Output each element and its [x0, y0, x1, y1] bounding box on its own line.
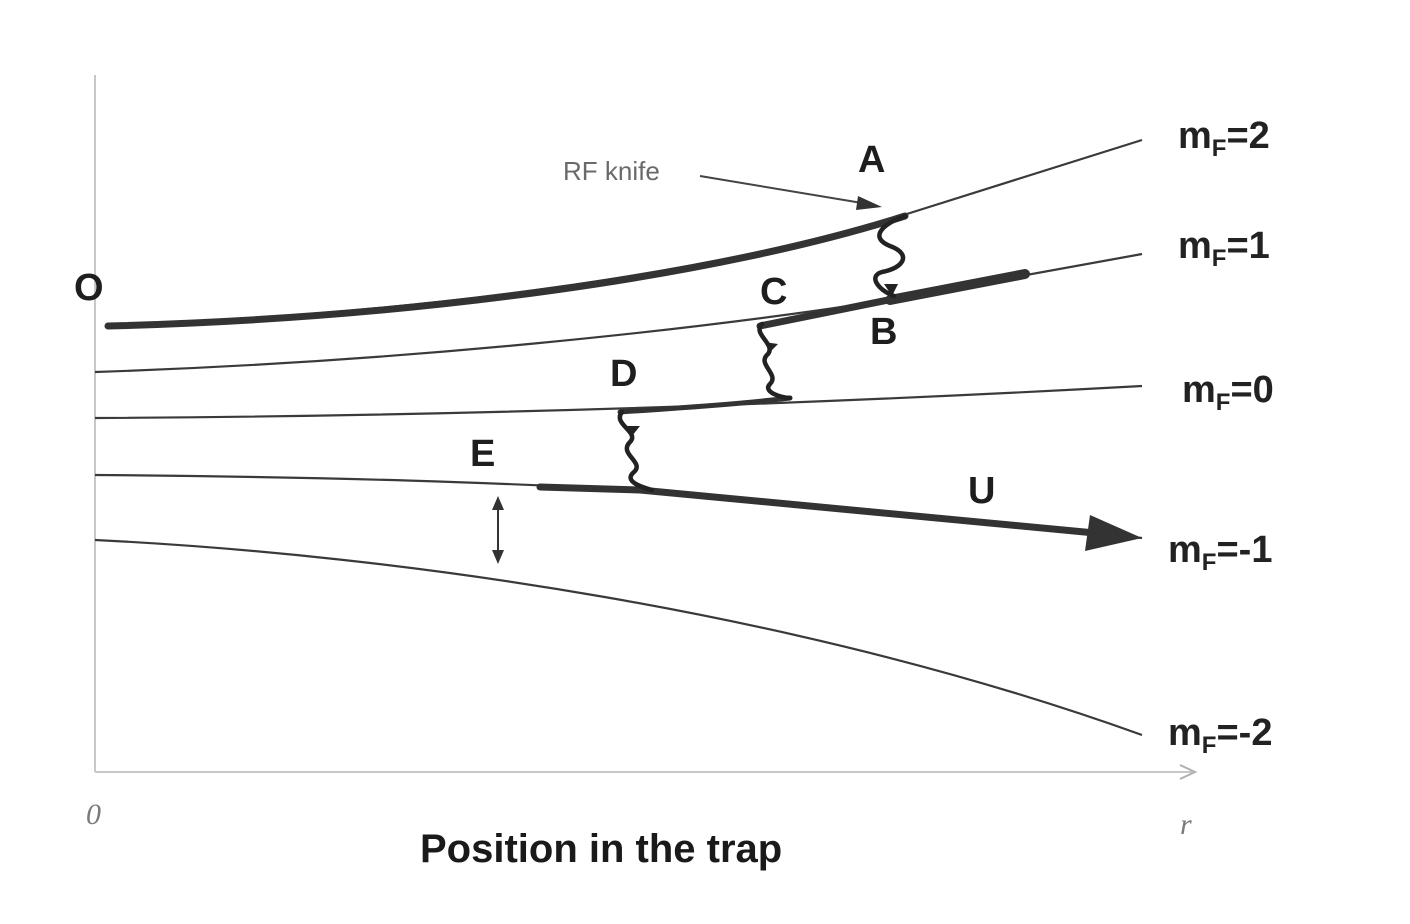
trajectory-mf2-segment	[104, 212, 909, 330]
level-label-mfm1: mF=-1	[1168, 529, 1272, 576]
gap-indicator-up-arrow	[492, 496, 504, 510]
rf-transition-a-to-b	[873, 213, 908, 299]
rf-knife-label: RF knife	[563, 156, 660, 186]
x-axis-end-tick: r	[1180, 808, 1192, 841]
trajectory-mfm1-segment	[536, 483, 1099, 537]
x-axis-title: Position in the trap	[420, 827, 782, 871]
x-axis-origin-tick: 0	[86, 798, 101, 831]
point-label-b: B	[870, 311, 897, 353]
arrowhead-icon	[884, 284, 898, 296]
rf-transition-d-to-u	[617, 409, 655, 493]
trajectory-mf0-segment	[617, 395, 793, 415]
point-label-d: D	[610, 353, 637, 395]
rf-knife-arrowhead	[856, 196, 882, 210]
gap-indicator-down-arrow	[492, 550, 504, 564]
point-label-c: C	[760, 271, 787, 313]
arrowhead-icon	[624, 426, 640, 436]
level-label-mfm2: mF=-2	[1168, 712, 1272, 759]
point-label-e: E	[470, 433, 495, 475]
point-label-o: O	[74, 267, 104, 309]
rf-transition-c-to-d	[757, 321, 793, 401]
arrowhead-icon	[764, 342, 778, 352]
level-label-mf0: mF=0	[1182, 369, 1274, 416]
x-axis-arrowhead	[1179, 764, 1198, 780]
level-curve-mfm2	[94, 538, 1143, 737]
point-label-u: U	[968, 470, 995, 512]
point-label-a: A	[858, 139, 885, 181]
trajectory-mf1-tail	[885, 269, 1030, 305]
rf-knife-arrow-line	[699, 175, 869, 205]
level-label-mf1: mF=1	[1178, 225, 1270, 272]
trajectory-arrowhead	[1085, 515, 1142, 551]
level-label-mf2: mF=2	[1178, 115, 1270, 162]
